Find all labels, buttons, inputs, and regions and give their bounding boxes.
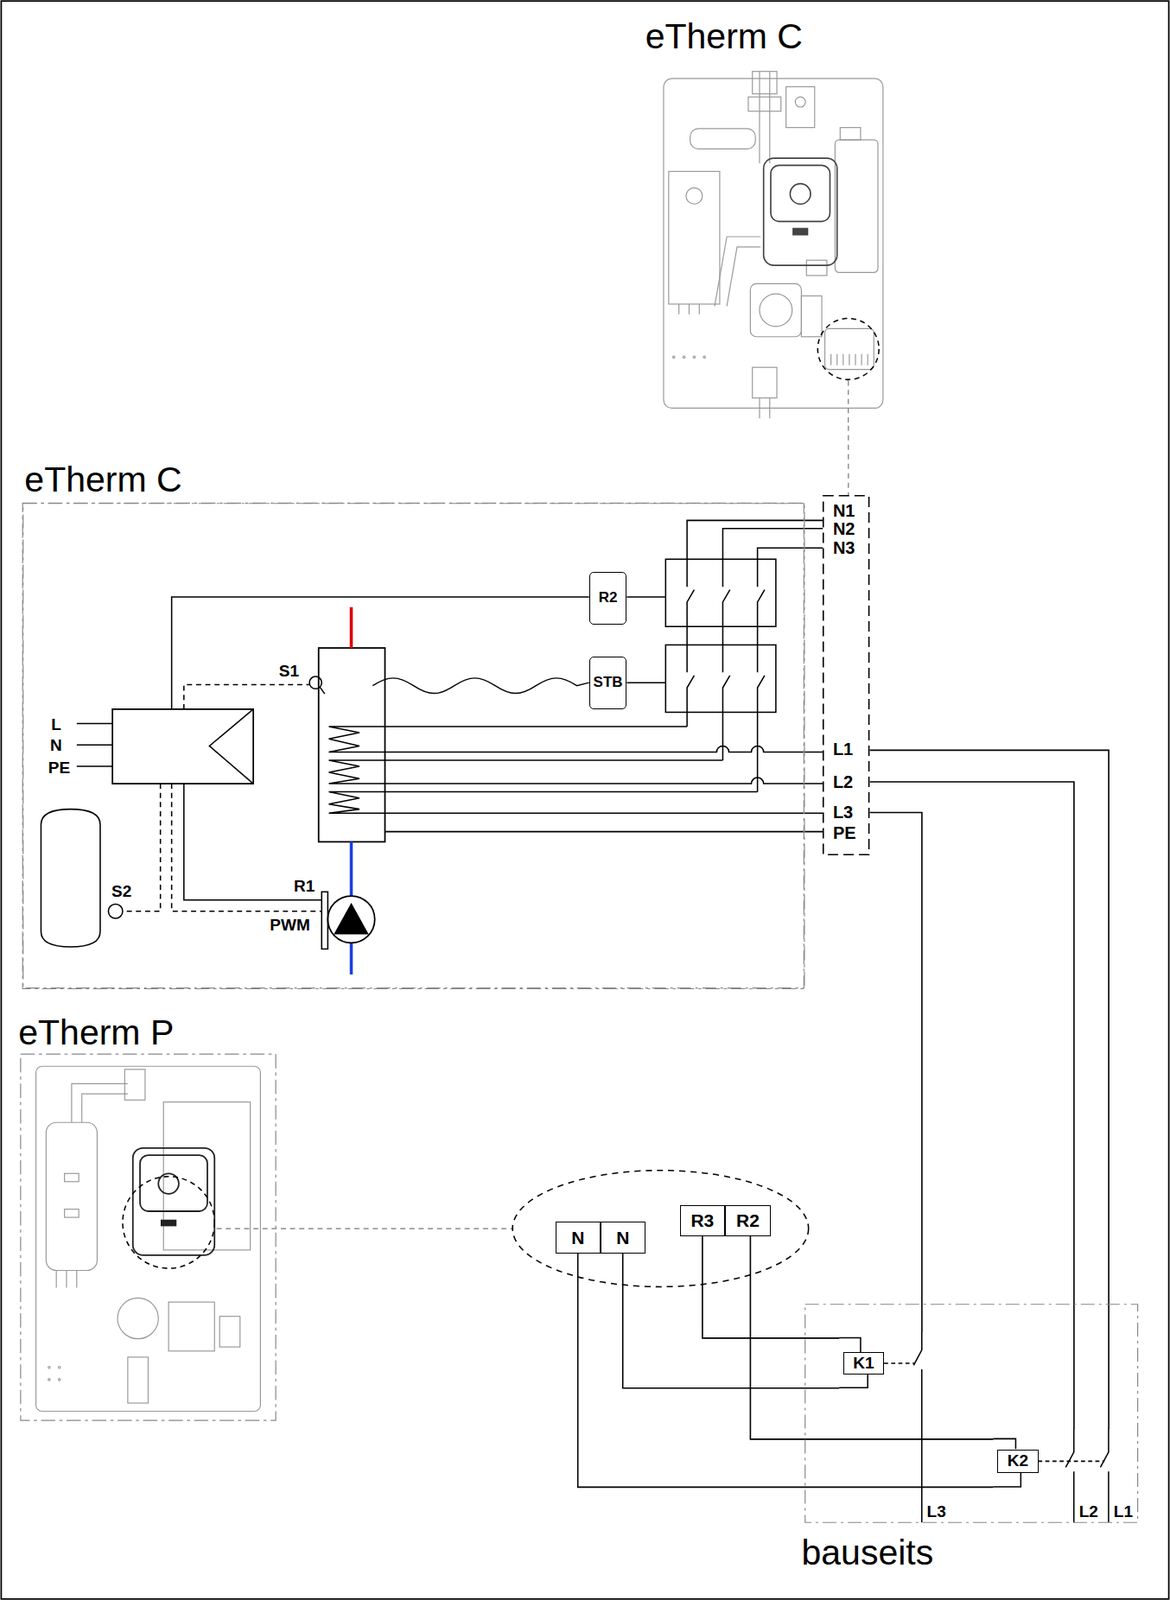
leader-line	[847, 426, 849, 496]
signal-label: L3	[926, 1503, 948, 1520]
wire	[870, 782, 1075, 1430]
device-photo: eTherm P	[20, 1054, 276, 1421]
device-heading: eTherm P	[18, 1013, 174, 1053]
device-heading: bauseits	[801, 1533, 934, 1573]
terminal: N	[600, 1221, 646, 1254]
signal-label: L	[50, 716, 63, 733]
boundary-outline	[22, 502, 805, 989]
terminal-label: L1	[832, 740, 854, 758]
site-boundary: bauseitsK1K2	[804, 1303, 1139, 1524]
wire	[578, 1253, 994, 1488]
boundary-outline	[804, 1303, 1139, 1524]
wire	[870, 813, 923, 1333]
relay-box: R2	[589, 572, 628, 625]
signal-label: PE	[47, 759, 71, 776]
contactor: K2	[993, 1429, 1119, 1494]
contactor: K1	[839, 1332, 931, 1396]
device-boundary: eTherm CR2STB	[22, 502, 805, 989]
terminal-label: L2	[832, 773, 854, 791]
terminal-label: N	[571, 1227, 585, 1249]
signal-label: R1	[292, 877, 316, 895]
terminal-label: N2	[832, 520, 857, 538]
terminal-label: N1	[832, 502, 857, 520]
signal-label: PWM	[268, 916, 311, 934]
terminal-label: L3	[832, 803, 854, 821]
component-label: STB	[593, 674, 624, 692]
signal-label: S2	[110, 883, 133, 900]
relay-coil: K2	[997, 1449, 1038, 1474]
terminal-label: N3	[832, 539, 857, 557]
relay-coil: K1	[843, 1352, 884, 1375]
wire	[623, 1253, 840, 1389]
signal-label: N	[49, 737, 64, 754]
terminal: R2	[724, 1205, 771, 1236]
terminal-label: N	[616, 1227, 630, 1249]
wire	[870, 750, 1110, 1430]
wire	[750, 1236, 993, 1440]
terminal-label: R2	[736, 1210, 760, 1232]
device-heading: eTherm C	[24, 460, 182, 500]
wire	[702, 1236, 840, 1339]
relay-label: K1	[852, 1354, 874, 1374]
terminal: N	[555, 1221, 601, 1254]
device-heading: eTherm C	[645, 17, 803, 57]
signal-label: L1	[1112, 1503, 1134, 1520]
terminal-label: R3	[690, 1210, 714, 1232]
device-photo: eTherm C	[645, 60, 900, 427]
terminal: R3	[680, 1205, 725, 1236]
terminal-label: PE	[832, 824, 858, 842]
signal-label: S1	[278, 662, 300, 680]
signal-label: L2	[1078, 1503, 1100, 1520]
terminal-strip: N1N2N3L1L2L3PE	[822, 495, 870, 856]
limiter-box: STB	[589, 656, 628, 710]
component-label: R2	[598, 589, 618, 607]
relay-label: K2	[1007, 1451, 1029, 1471]
